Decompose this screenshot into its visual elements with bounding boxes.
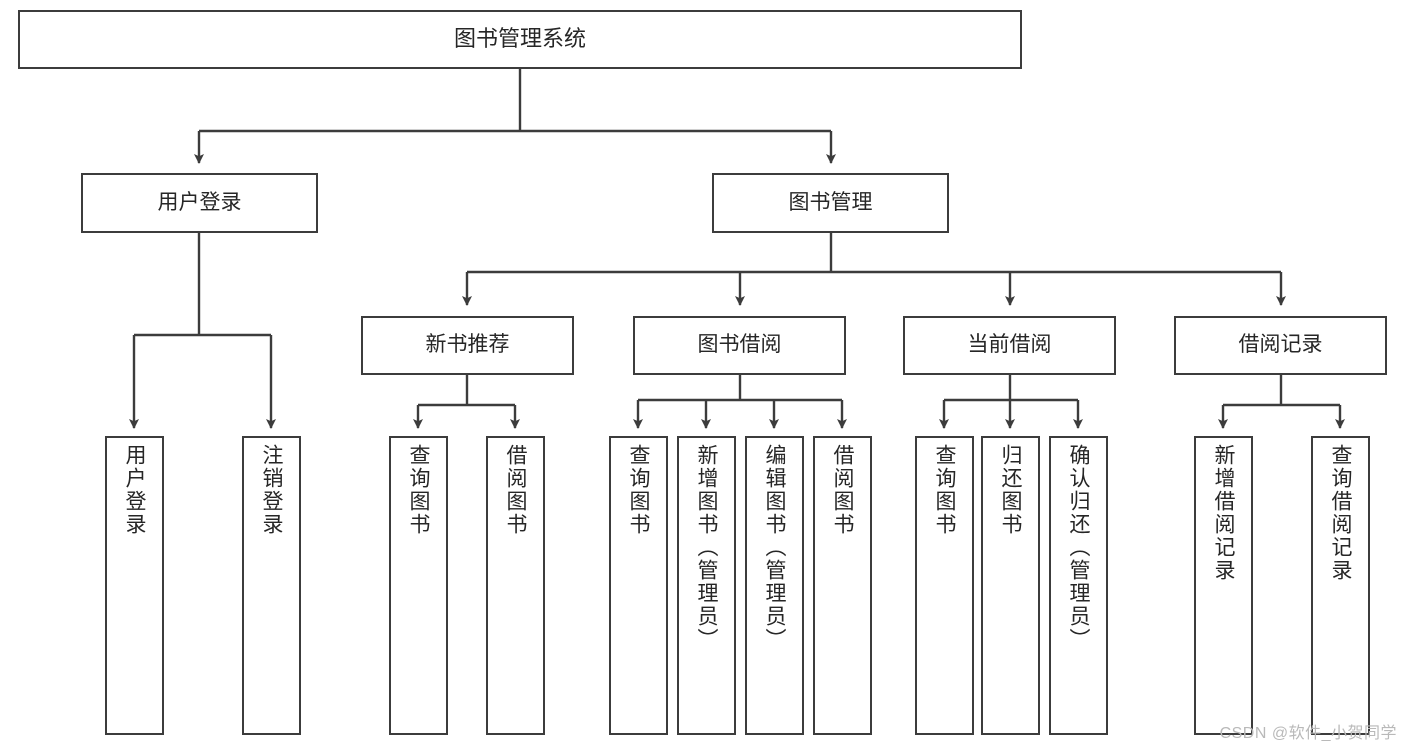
node-user-login[interactable]: 用户登录 — [81, 173, 318, 233]
node-label: 借阅图书 — [831, 444, 854, 536]
node-label: 图书管理系统 — [453, 26, 586, 52]
node-label: 新增借阅记录 — [1212, 444, 1235, 582]
node-label: 用户登录 — [157, 190, 242, 214]
node-label: 查询图书 — [933, 444, 956, 536]
leaf-query-book-recommend[interactable]: 查询图书 — [389, 436, 448, 735]
node-label: 借阅记录 — [1238, 333, 1323, 357]
node-label: 归还图书 — [999, 444, 1022, 536]
leaf-borrow-book-recommend[interactable]: 借阅图书 — [486, 436, 545, 735]
leaf-return-book[interactable]: 归还图书 — [981, 436, 1040, 735]
node-book-management[interactable]: 图书管理 — [712, 173, 949, 233]
watermark-text: CSDN @软件_小贺同学 — [1219, 725, 1397, 742]
node-label: 查询图书 — [407, 444, 430, 536]
leaf-edit-book-admin[interactable]: 编辑图书（管理员） — [745, 436, 804, 735]
node-root-book-management-system[interactable]: 图书管理系统 — [18, 10, 1022, 69]
node-label: 用户登录 — [123, 444, 146, 536]
node-label: 查询图书 — [627, 444, 650, 536]
leaf-add-borrow-record[interactable]: 新增借阅记录 — [1194, 436, 1253, 735]
node-label: 确认归还（管理员） — [1067, 444, 1090, 651]
leaf-query-book-current[interactable]: 查询图书 — [915, 436, 974, 735]
node-current-borrow[interactable]: 当前借阅 — [903, 316, 1116, 375]
leaf-query-book-borrow[interactable]: 查询图书 — [609, 436, 668, 735]
node-book-borrow[interactable]: 图书借阅 — [633, 316, 846, 375]
node-label: 查询借阅记录 — [1329, 444, 1352, 582]
leaf-add-book-admin[interactable]: 新增图书（管理员） — [677, 436, 736, 735]
leaf-query-borrow-record[interactable]: 查询借阅记录 — [1311, 436, 1370, 735]
node-label: 图书借阅 — [697, 333, 782, 357]
node-label: 图书管理 — [788, 190, 873, 214]
node-label: 借阅图书 — [504, 444, 527, 536]
leaf-user-login[interactable]: 用户登录 — [105, 436, 164, 735]
node-borrow-record[interactable]: 借阅记录 — [1174, 316, 1387, 375]
leaf-borrow-book[interactable]: 借阅图书 — [813, 436, 872, 735]
node-new-book-recommendation[interactable]: 新书推荐 — [361, 316, 574, 375]
node-label: 新增图书（管理员） — [695, 444, 718, 651]
leaf-confirm-return-admin[interactable]: 确认归还（管理员） — [1049, 436, 1108, 735]
node-label: 编辑图书（管理员） — [763, 444, 786, 651]
node-label: 新书推荐 — [425, 333, 510, 357]
node-label: 当前借阅 — [967, 333, 1052, 357]
leaf-logout[interactable]: 注销登录 — [242, 436, 301, 735]
node-label: 注销登录 — [260, 444, 283, 536]
